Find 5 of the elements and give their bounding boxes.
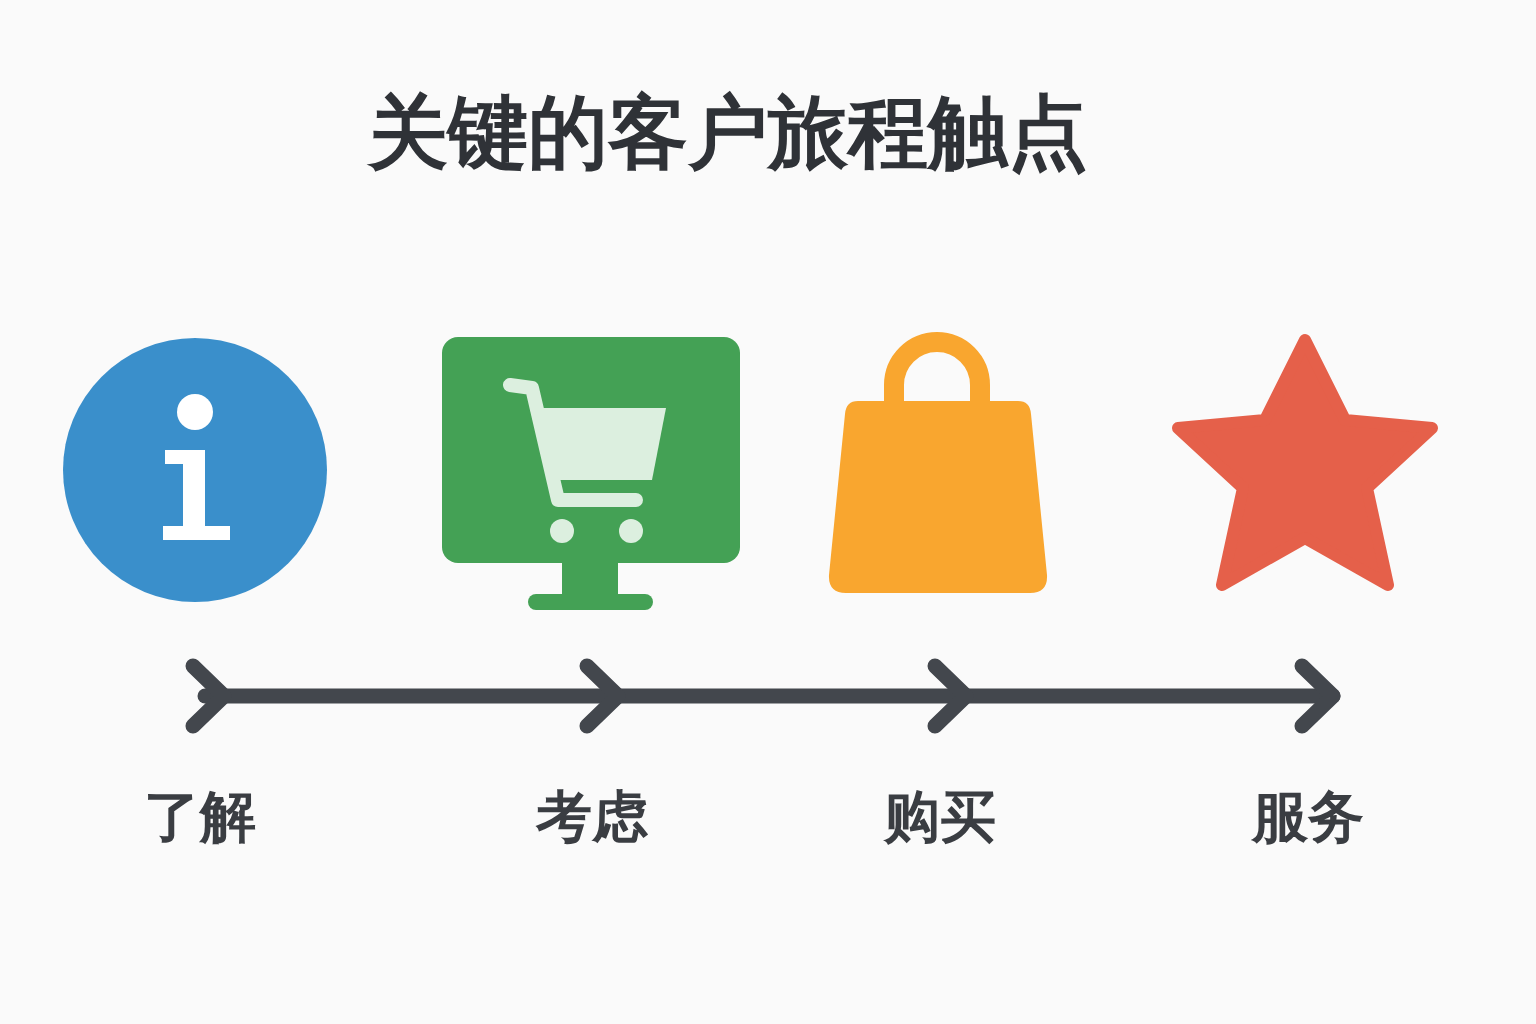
stage-label: 了解: [143, 783, 257, 851]
title: 关键的客户旅程触点: [366, 85, 1089, 181]
stage-label: 服务: [1250, 783, 1365, 851]
stage-label: 购买: [882, 783, 997, 851]
stage-label: 考虑: [535, 783, 649, 851]
